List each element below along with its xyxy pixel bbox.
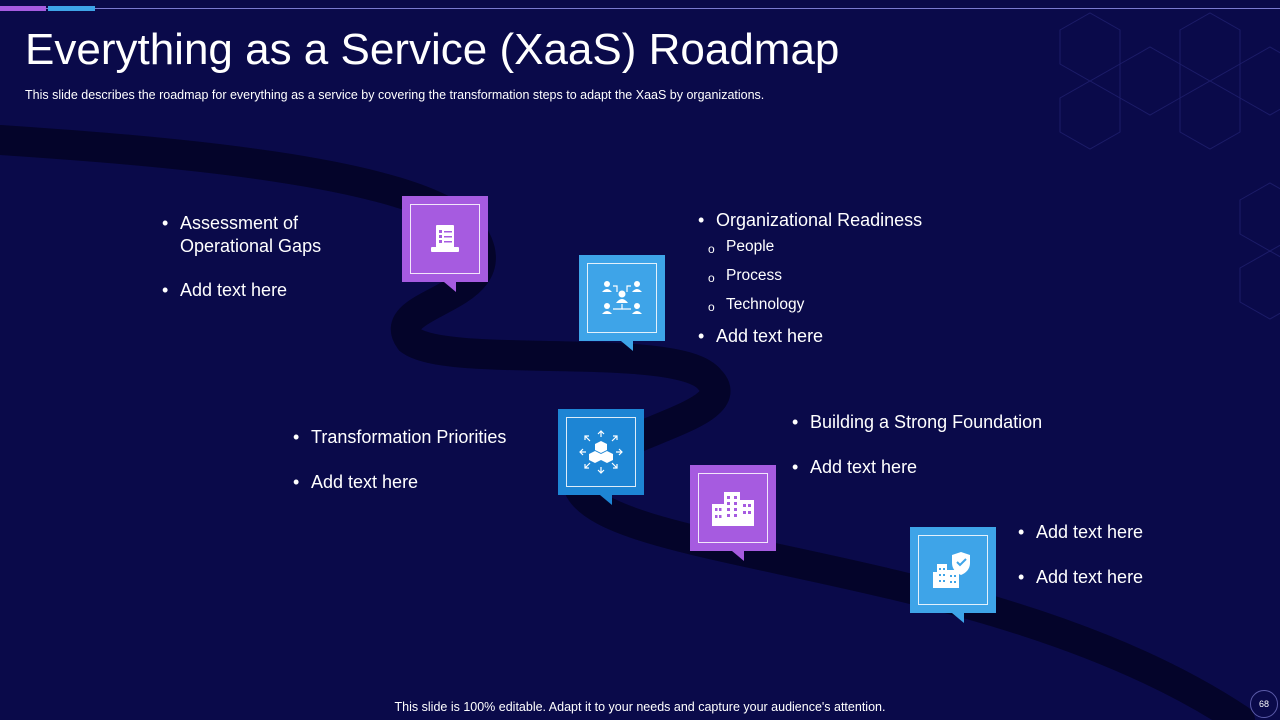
bullet-dot: • — [293, 427, 300, 447]
step-4-bullet-2: • Add text here — [792, 456, 918, 479]
step-5-bullet-1: • Add text here — [1018, 521, 1144, 544]
bullet-dot: • — [792, 412, 799, 432]
step-3-text: Add text here — [311, 472, 419, 492]
bullet-dot: • — [1018, 522, 1025, 542]
step-1-heading-line-2: Operational Gaps — [180, 236, 322, 256]
step-2-sub-item-1: o People — [708, 237, 775, 257]
cube-cluster-icon — [579, 430, 623, 474]
slide-title: Everything as a Service (XaaS) Roadmap — [25, 25, 840, 74]
step-1-tile — [402, 196, 488, 292]
step-5-bullet-2: • Add text here — [1018, 566, 1144, 589]
step-4-bullet-1: • Building a Strong Foundation — [792, 411, 1043, 434]
step-1-tile-frame — [410, 204, 480, 274]
step-1-heading-line-1: Assessment of — [180, 213, 299, 233]
step-2-sub-item-2: o Process — [708, 266, 782, 286]
sub-bullet-marker: o — [708, 271, 715, 285]
step-5-text-1: Add text here — [1036, 522, 1144, 542]
step-2-sub-item-text: Process — [726, 267, 782, 284]
buildings-icon — [712, 492, 754, 526]
hexagon-pattern — [1059, 12, 1280, 320]
step-1-bullet-2: • Add text here — [162, 279, 288, 302]
secure-building-icon — [933, 552, 970, 588]
bullet-dot: • — [293, 472, 300, 492]
step-1-bullet-1: • Assessment of — [162, 212, 299, 235]
page-number: 68 — [1250, 690, 1278, 718]
sub-bullet-marker: o — [708, 300, 715, 314]
top-rule — [0, 8, 1280, 9]
step-2-heading-text: Organizational Readiness — [716, 210, 923, 230]
sub-bullet-marker: o — [708, 242, 715, 256]
step-3-tile — [558, 409, 644, 505]
step-4-tile-frame — [698, 473, 768, 543]
accent-bar-blue — [48, 6, 95, 11]
step-3-heading: Transformation Priorities — [311, 427, 507, 447]
step-5-tile — [910, 527, 996, 623]
bullet-dot: • — [792, 457, 799, 477]
step-2-tile-frame — [587, 263, 657, 333]
step-4-text: Add text here — [810, 457, 918, 477]
bullet-dot: • — [698, 210, 705, 230]
checklist-document-icon — [431, 225, 459, 252]
step-3-bullet-1: • Transformation Priorities — [293, 426, 507, 449]
bullet-dot: • — [162, 280, 169, 300]
step-2-heading: • Organizational Readiness — [698, 209, 923, 232]
step-2-sub-item-text: People — [726, 238, 775, 255]
step-2-tile — [579, 255, 665, 351]
accent-bar-purple — [0, 6, 46, 11]
bullet-dot: • — [1018, 567, 1025, 587]
slide-footer: This slide is 100% editable. Adapt it to… — [394, 700, 886, 714]
organization-network-icon — [602, 281, 642, 314]
step-2-bullet-2: • Add text here — [698, 325, 824, 348]
step-2-text: Add text here — [716, 326, 824, 346]
step-2-sub-item-text: Technology — [726, 296, 805, 313]
step-3-tile-frame — [566, 417, 636, 487]
step-1-text: Add text here — [180, 280, 288, 300]
step-5-tile-frame — [918, 535, 988, 605]
step-2-sub-item-3: o Technology — [708, 295, 805, 315]
step-4-tile — [690, 465, 776, 561]
step-3-bullet-2: • Add text here — [293, 471, 419, 494]
step-4-heading: Building a Strong Foundation — [810, 412, 1043, 432]
step-5-text-2: Add text here — [1036, 567, 1144, 587]
slide-subtitle: This slide describes the roadmap for eve… — [25, 88, 765, 102]
bullet-dot: • — [162, 213, 169, 233]
bullet-dot: • — [698, 326, 705, 346]
